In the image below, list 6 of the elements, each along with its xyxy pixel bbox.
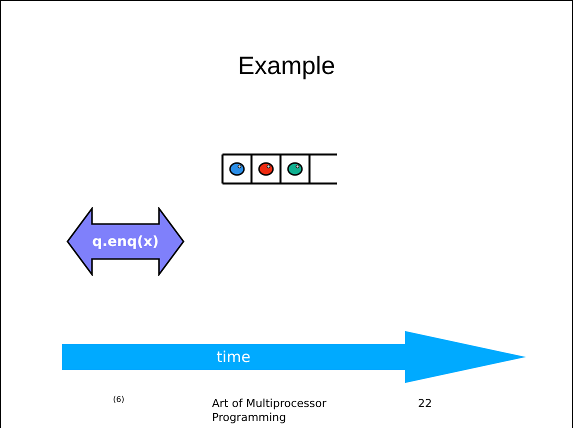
- arrow-label: time: [216, 347, 252, 368]
- slide-title: Example: [236, 52, 336, 81]
- arrow-label: q.enq(x): [91, 232, 160, 252]
- footer-text: Art of Multiprocessor Programming: [212, 397, 328, 425]
- page-number: 22: [418, 397, 432, 411]
- slide-number-note: (6): [113, 395, 124, 404]
